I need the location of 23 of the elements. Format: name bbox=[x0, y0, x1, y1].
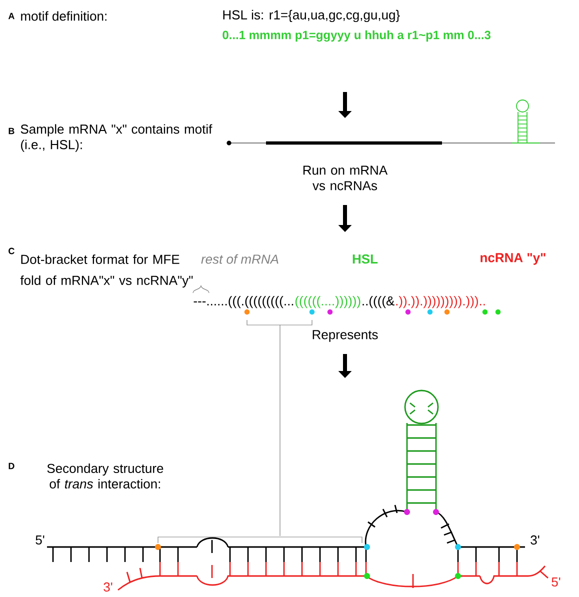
heading: Dot-bracket format for MFE fold of mRNA"x" vs ncRNA"y" bbox=[20, 254, 193, 288]
heading: Sample mRNA "x" contains motif (i.e., HSL): bbox=[20, 124, 212, 152]
region-label: ncRNA "y" bbox=[480, 253, 546, 265]
dot-bracket-text: ((((((....)))))) bbox=[295, 296, 360, 308]
panel-letter: C bbox=[8, 248, 14, 254]
dot-bracket-text: ---......(((.(((((((((... bbox=[194, 296, 294, 308]
strand-end-label: 3' bbox=[104, 582, 112, 592]
panel-letter: B bbox=[8, 128, 14, 134]
motif-pattern: 0...1 mmmm p1=ggyyy u hhuh a r1~p1 mm 0...3 bbox=[222, 30, 491, 42]
strand-end-label: 5' bbox=[36, 535, 44, 545]
heading: motif definition: bbox=[21, 11, 106, 21]
motif-text: HSL is: r1={au,ua,gc,cg,gu,ug} bbox=[223, 10, 400, 22]
panel-letter: D bbox=[8, 462, 14, 470]
dot-bracket-text: .)).)).))))))))).))).. bbox=[396, 296, 485, 308]
strand-end-label: 5' bbox=[552, 577, 560, 587]
strand-end-label: 3' bbox=[530, 535, 540, 545]
region-label: rest of mRNA bbox=[201, 254, 278, 264]
heading: Secondary structure of trans interaction: bbox=[47, 463, 164, 489]
step-text: Represents bbox=[312, 330, 378, 342]
panel-letter: A bbox=[8, 12, 14, 20]
region-label: HSL bbox=[352, 254, 378, 264]
dot-bracket-text: ..((((& bbox=[362, 296, 394, 308]
step-text: Run on mRNA vs ncRNAs bbox=[303, 166, 388, 190]
